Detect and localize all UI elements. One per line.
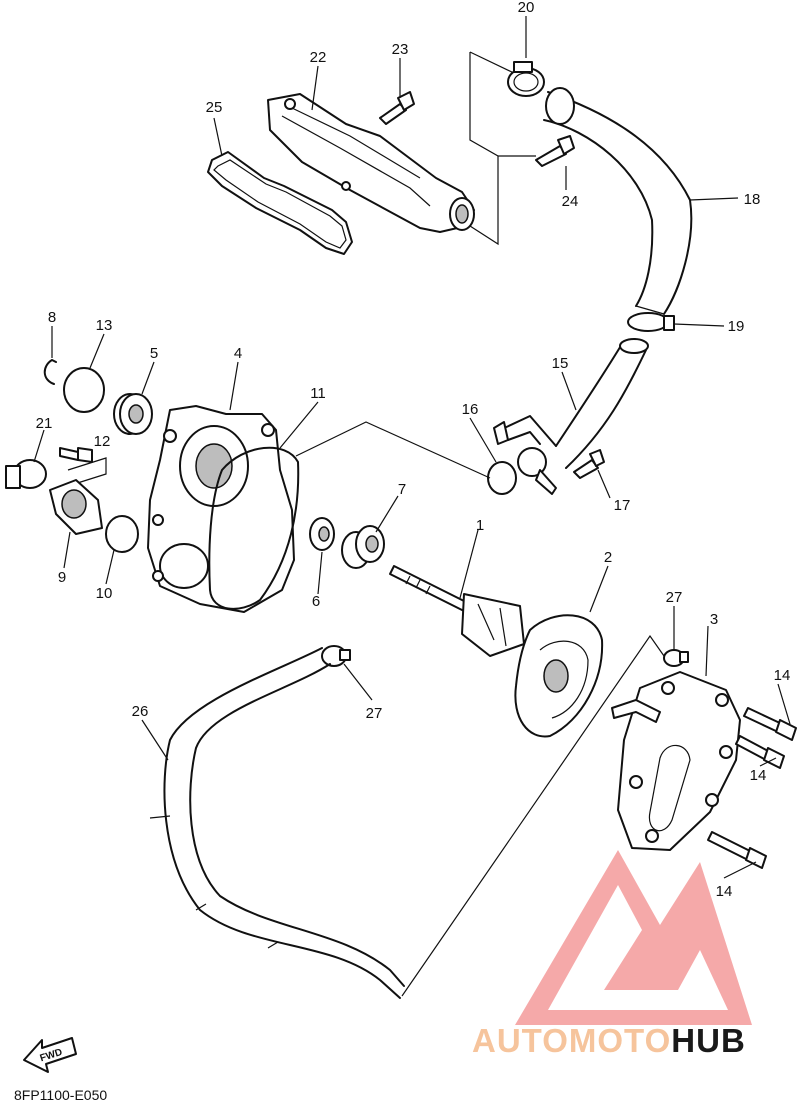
- callout-25: 25: [206, 99, 223, 116]
- hose-clamp-27-right: [663, 649, 689, 667]
- bypass-hose-26: [149, 647, 405, 999]
- callout-27-left: 27: [366, 705, 383, 722]
- circlip-8: [43, 359, 57, 385]
- impeller-shaft-1: [389, 565, 525, 657]
- callout-22: 22: [310, 49, 327, 66]
- water-pump-cover-3: [611, 671, 741, 851]
- leader-lines: [33, 16, 791, 879]
- o-ring-10: [105, 515, 139, 553]
- leader-bracket-12: [67, 457, 107, 487]
- fwd-arrow-icon: FWD: [23, 1037, 77, 1073]
- bolt-14-c: [707, 831, 767, 869]
- hose-clamp-21: [5, 459, 47, 489]
- callout-16: 16: [462, 401, 479, 418]
- mechanical-seal-7: [341, 525, 385, 569]
- bolt-12: [59, 447, 93, 463]
- callout-19: 19: [728, 318, 745, 335]
- callout-9: 9: [58, 569, 66, 586]
- thermostat-cover: [267, 93, 475, 233]
- leader-bracket-20: [469, 51, 517, 75]
- bolt-24: [535, 135, 575, 167]
- drawing-code: 8FP1100-E050: [14, 1087, 107, 1103]
- callout-numbers: 20 22 23 25 24 18 19 15 16 17 8 13 5 4 1…: [36, 0, 791, 900]
- callout-23: 23: [392, 41, 409, 58]
- callout-7: 7: [398, 481, 406, 498]
- bolt-23: [379, 91, 415, 125]
- callout-8: 8: [48, 309, 56, 326]
- callout-26: 26: [132, 703, 149, 720]
- radiator-hose-18: [543, 87, 693, 315]
- callout-18: 18: [744, 191, 761, 208]
- callout-20: 20: [518, 0, 535, 16]
- bolt-17: [573, 449, 605, 479]
- callout-6: 6: [312, 593, 320, 610]
- callout-3: 3: [710, 611, 718, 628]
- watermark-brand-part2: HUB: [671, 1022, 746, 1059]
- callout-12: 12: [94, 433, 111, 450]
- gasket-11: [208, 446, 300, 610]
- watermark-brand: AUTOMOTOHUB: [472, 1022, 746, 1059]
- outlet-fitting-9: [49, 479, 103, 535]
- water-pipe-15: [493, 338, 649, 495]
- impeller-plate-2: [514, 614, 604, 738]
- callout-1: 1: [476, 517, 484, 534]
- callout-14-a: 14: [774, 667, 791, 684]
- callout-24: 24: [562, 193, 579, 210]
- hose-clamp-19: [627, 312, 675, 332]
- callout-21: 21: [36, 415, 53, 432]
- callout-14-b: 14: [750, 767, 767, 784]
- callout-15: 15: [552, 355, 569, 372]
- thermostat-gasket: [207, 151, 353, 255]
- water-pump-housing-4: [147, 405, 295, 613]
- callout-27-right: 27: [666, 589, 683, 606]
- watermark-logo: [515, 850, 752, 1025]
- bearing-5: [113, 393, 153, 435]
- callout-5: 5: [150, 345, 158, 362]
- o-ring-13: [63, 367, 105, 413]
- leader-link-11: [295, 421, 491, 479]
- oil-seal-6: [309, 517, 335, 551]
- hose-clamp-27-left: [321, 645, 351, 667]
- callout-11: 11: [310, 385, 326, 402]
- callout-17: 17: [614, 497, 631, 514]
- hose-clamp-20: [507, 61, 545, 97]
- callout-4: 4: [234, 345, 242, 362]
- leader-link-26: [401, 634, 665, 997]
- callout-10: 10: [96, 585, 113, 602]
- callout-2: 2: [604, 549, 612, 566]
- bolt-14-a: [743, 707, 797, 741]
- bolt-14-b: [735, 735, 785, 769]
- o-ring-16: [487, 461, 517, 495]
- callout-13: 13: [96, 317, 113, 334]
- watermark-brand-part1: AUTOMOTO: [472, 1022, 671, 1059]
- callout-14-c: 14: [716, 883, 733, 900]
